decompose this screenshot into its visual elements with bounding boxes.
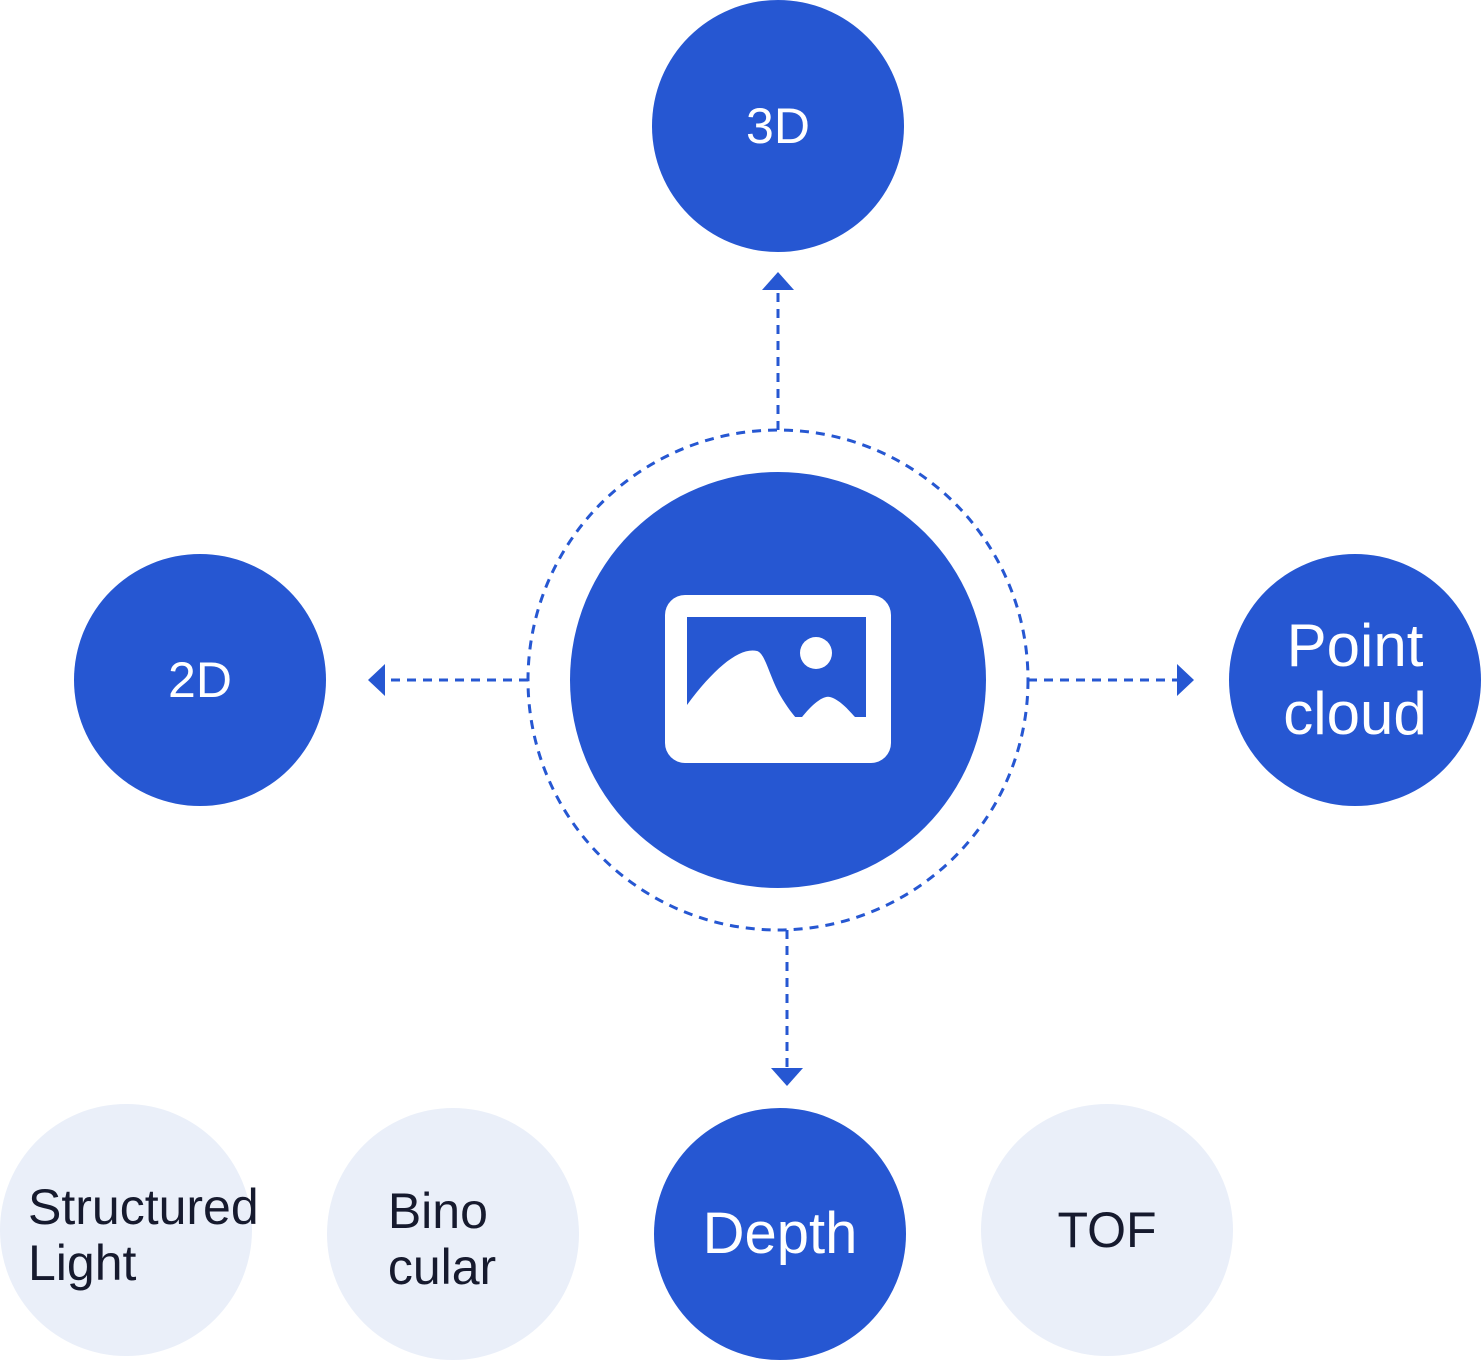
arrowhead-left-icon — [368, 664, 385, 696]
arrowhead-down-icon — [771, 1068, 803, 1086]
node-point-cloud-line1: Point — [1286, 612, 1424, 680]
node-2d-label: 2D — [168, 651, 232, 708]
center-node — [570, 472, 986, 888]
image-icon — [665, 595, 891, 763]
method-binocular-line1: Bino — [387, 1182, 488, 1239]
node-point-cloud-line2: cloud — [1283, 680, 1427, 747]
node-2d[interactable]: 2D — [74, 554, 326, 806]
method-tof[interactable]: TOF — [981, 1104, 1233, 1356]
method-binocular[interactable]: Bino cular — [327, 1108, 579, 1360]
method-structured-light[interactable]: Structured Light — [0, 1104, 259, 1356]
method-tof-label: TOF — [1057, 1201, 1157, 1258]
arrowhead-right-icon — [1177, 664, 1194, 696]
arrowhead-up-icon — [762, 272, 794, 290]
node-depth[interactable]: Depth — [654, 1108, 906, 1360]
node-3d[interactable]: 3D — [652, 0, 904, 252]
node-3d-label: 3D — [746, 97, 810, 154]
method-binocular-line2: cular — [387, 1239, 497, 1295]
node-point-cloud[interactable]: Point cloud — [1229, 554, 1481, 806]
method-structured-light-line1: Structured — [28, 1178, 259, 1235]
method-structured-light-line2: Light — [28, 1235, 137, 1291]
node-depth-label: Depth — [702, 1201, 858, 1267]
